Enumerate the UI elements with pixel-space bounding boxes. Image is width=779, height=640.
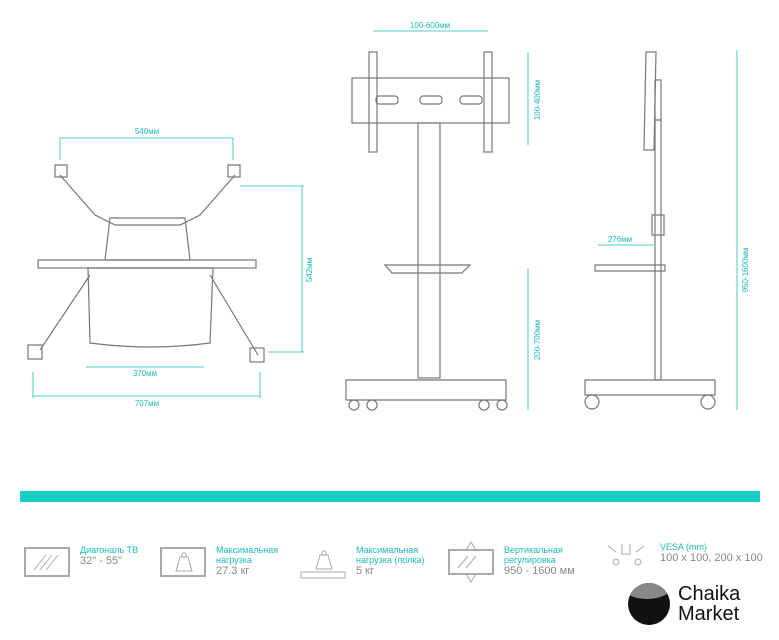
spec-value: 100 x 100, 200 x 100 [660, 552, 763, 564]
spec-value: 27.3 кг [216, 565, 250, 577]
spec-label: Максимальная нагрузка [216, 545, 279, 565]
spec-shelf-load: Максимальная нагрузка (полка)5 кг [300, 545, 428, 581]
dim-542: 542мм [305, 258, 314, 282]
front-view-drawing: 100-600мм 100-400мм 200-700мм [345, 21, 542, 411]
seagull-logo-icon [628, 583, 670, 625]
logo-line2: Market [678, 603, 740, 625]
spec-value: 32" - 55" [80, 555, 123, 567]
top-view-drawing: 540мм 542мм 370мм 707мм [27, 127, 314, 408]
dim-shelf-height: 200-700мм [533, 320, 542, 360]
spec-label: Диагональ ТВ [80, 545, 139, 555]
dim-540: 540мм [135, 127, 159, 136]
vertical-adjust-icon [448, 541, 494, 583]
spec-label: Максимальная нагрузка (полка) [356, 545, 425, 565]
side-view-drawing: 276мм 950-1600мм [584, 50, 750, 410]
vesa-icon [607, 544, 645, 566]
spec-value: 5 кг [356, 565, 374, 577]
logo-line1: Chaika [678, 583, 741, 605]
weight-icon [160, 547, 206, 577]
dim-370: 370мм [133, 369, 157, 378]
dim-height: 950-1600мм [741, 248, 750, 293]
tv-screen-icon [24, 547, 70, 577]
spec-vesa: VESA (mm)100 x 100, 200 x 100 [604, 542, 763, 568]
dim-707: 707мм [135, 399, 159, 408]
spec-value: 950 - 1600 мм [504, 565, 575, 577]
shelf-weight-icon [300, 550, 346, 579]
dim-shelf-depth: 276мм [608, 235, 632, 244]
dim-vesa-width: 100-600мм [410, 21, 450, 30]
spec-label: VESA (mm) [660, 542, 708, 552]
dim-vesa-height: 100-400мм [533, 80, 542, 120]
accent-divider [20, 491, 760, 502]
technical-drawings: 540мм 542мм 370мм 707мм 100-600мм 100-40… [27, 21, 750, 411]
spec-label: Вертикальная регулировка [504, 545, 563, 565]
